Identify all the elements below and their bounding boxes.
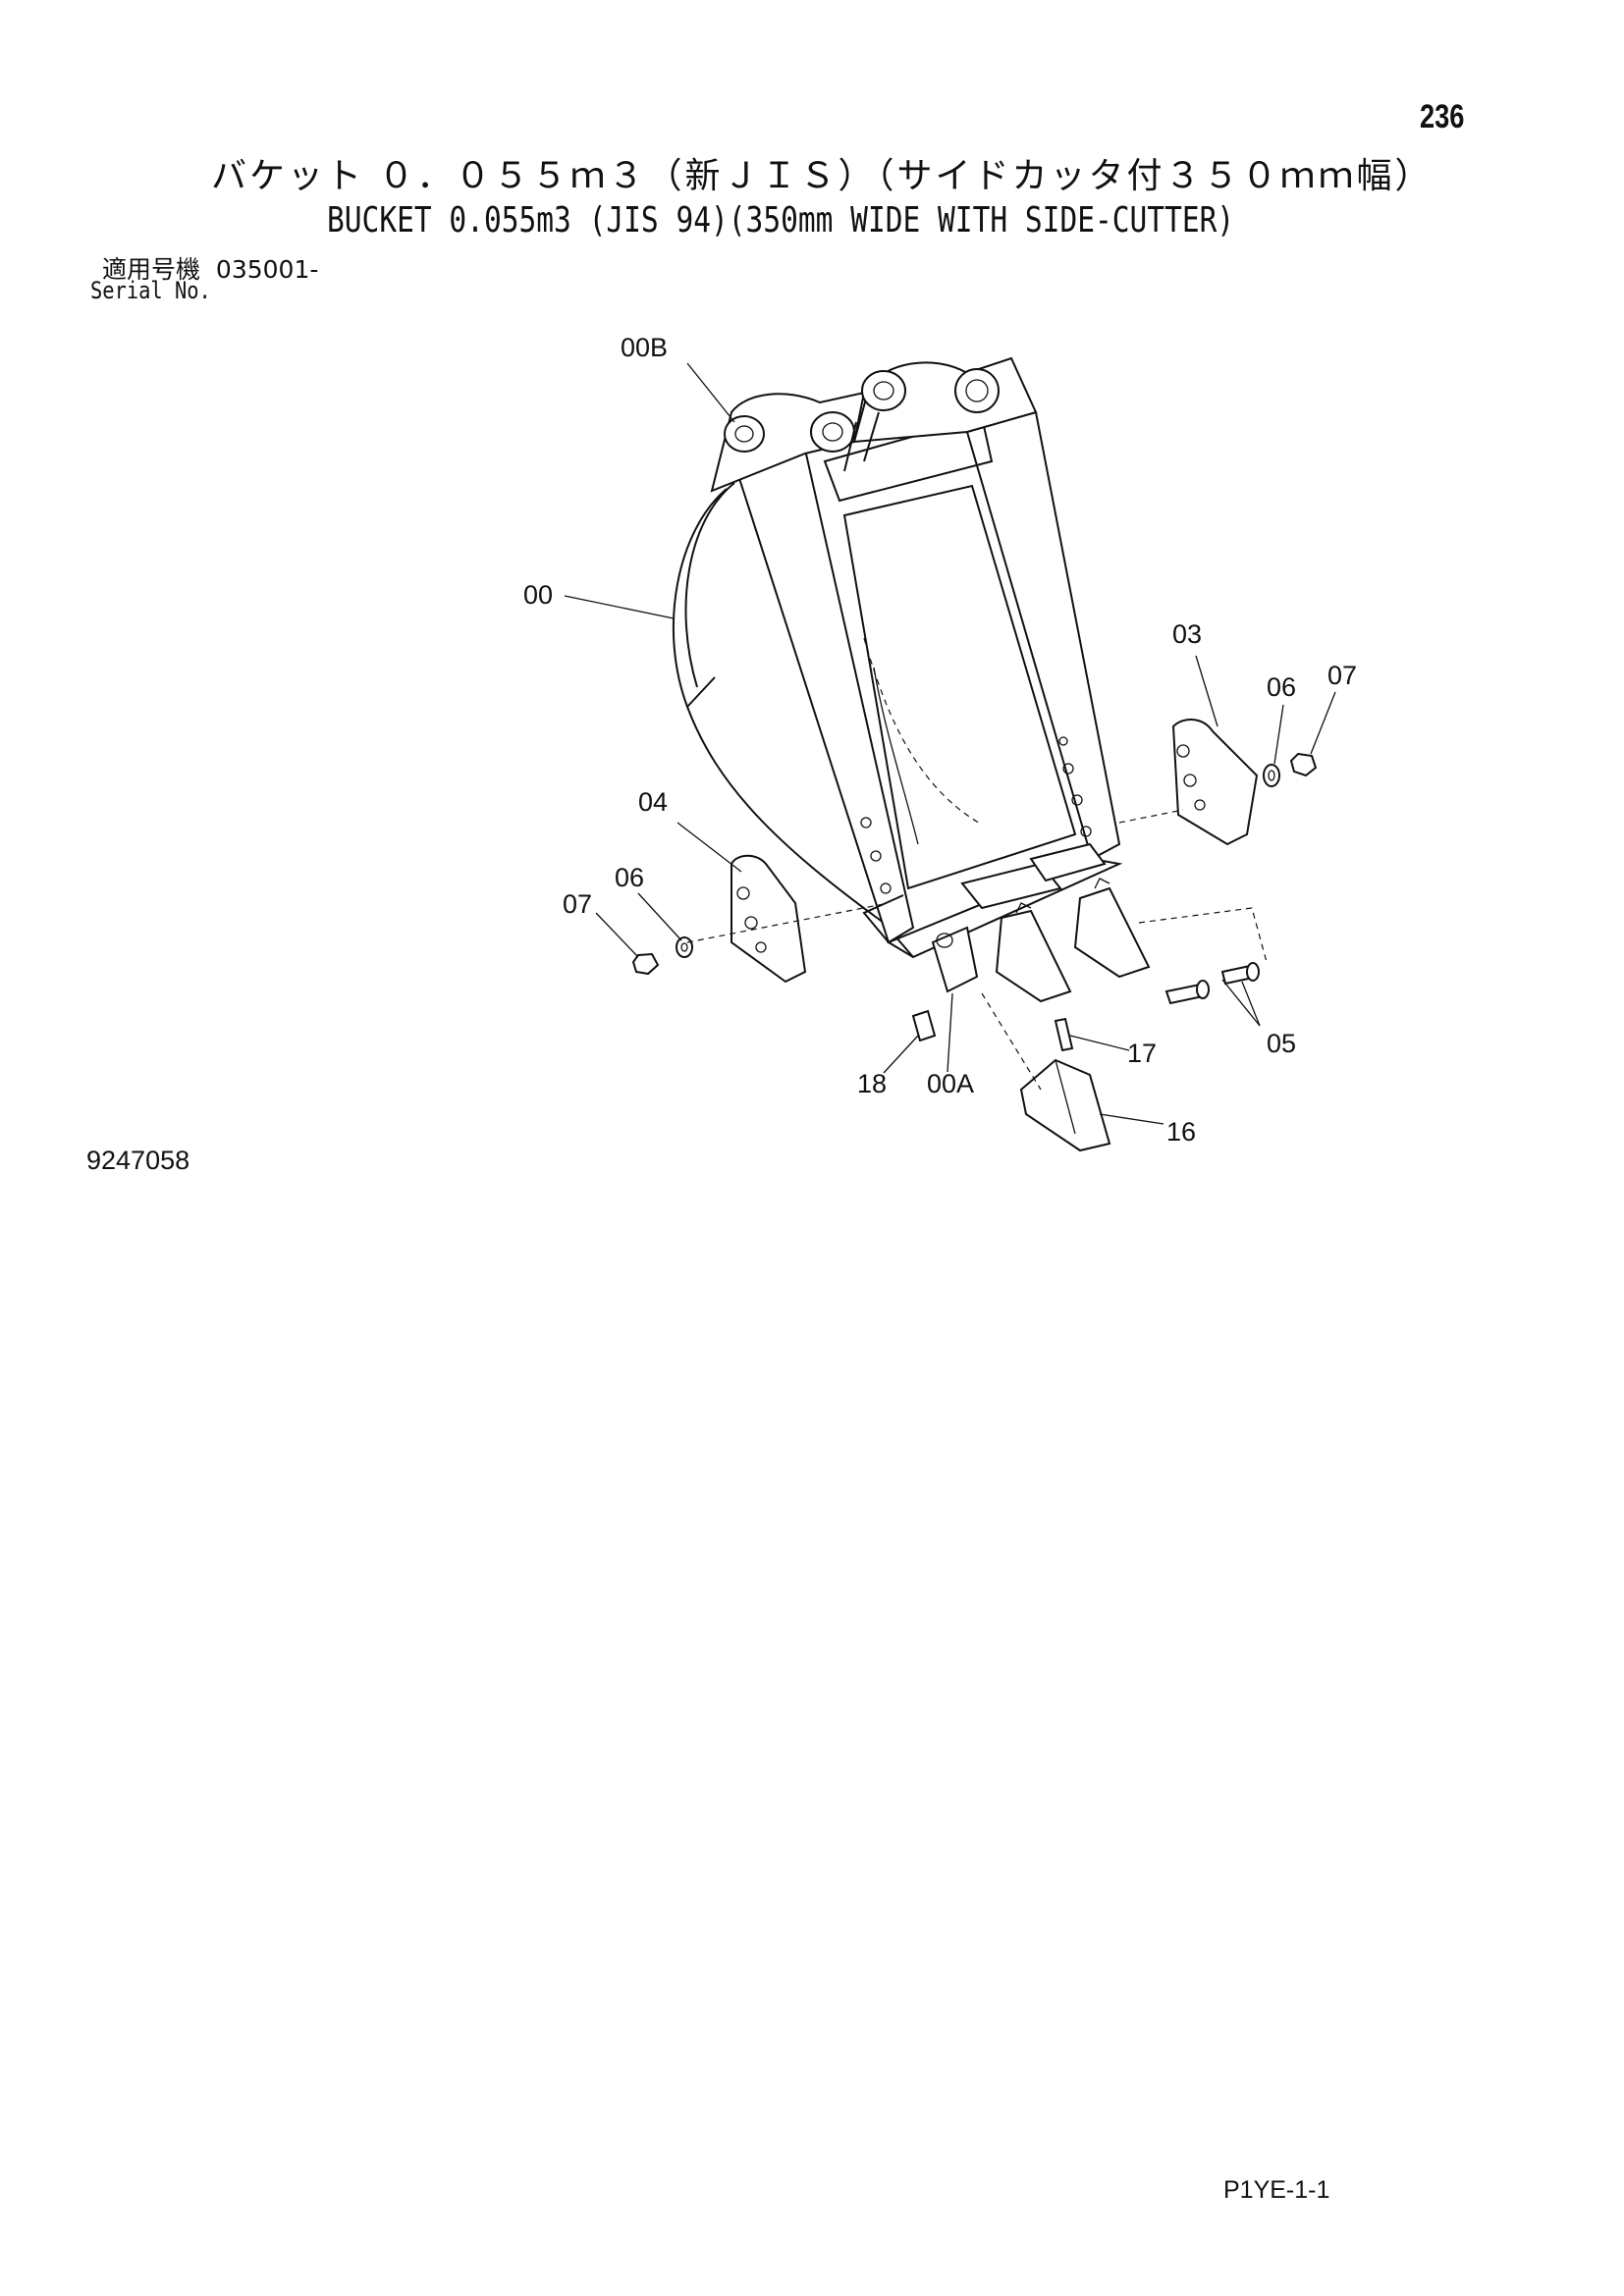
serial-label-jp: 適用号機 (102, 255, 201, 284)
callout-00A: 00A (927, 1069, 974, 1098)
serial-label-jp-row: 適用号機 035001- (102, 250, 318, 286)
callout-07-left: 07 (563, 889, 592, 919)
callout-17: 17 (1127, 1039, 1157, 1068)
title-english: BUCKET 0.055m3 (JIS 94)(350mm WIDE WITH … (327, 200, 1235, 240)
callout-00B: 00B (621, 333, 668, 362)
callout-03: 03 (1172, 619, 1202, 649)
serial-label-en: Serial No. (90, 277, 211, 304)
callout-06-left: 06 (615, 863, 644, 892)
callout-18: 18 (857, 1069, 887, 1098)
side-cutter-right (1171, 719, 1259, 846)
callout-06-right: 06 (1267, 672, 1296, 702)
bucket-bracket-pins (710, 356, 1038, 493)
callout-07-right: 07 (1327, 661, 1357, 690)
side-cutter-left (731, 854, 807, 984)
drawing-number: 9247058 (86, 1146, 190, 1175)
fasteners (631, 752, 1318, 1152)
callout-04: 04 (638, 787, 668, 817)
bucket-body (672, 410, 1123, 959)
callout-00: 00 (523, 580, 553, 610)
page-number: 236 (1420, 98, 1465, 135)
serial-number: 035001- (215, 255, 319, 284)
footer-code: P1YE-1-1 (1223, 2176, 1330, 2204)
title-japanese: バケット ０．０５５ｍ３（新ＪＩＳ）（サイドカッタ付３５０ｍｍ幅） (211, 156, 1434, 196)
callout-16: 16 (1166, 1117, 1196, 1147)
bucket-teeth (931, 842, 1151, 1003)
leader-lines (564, 362, 1336, 1125)
callout-05: 05 (1267, 1029, 1296, 1058)
